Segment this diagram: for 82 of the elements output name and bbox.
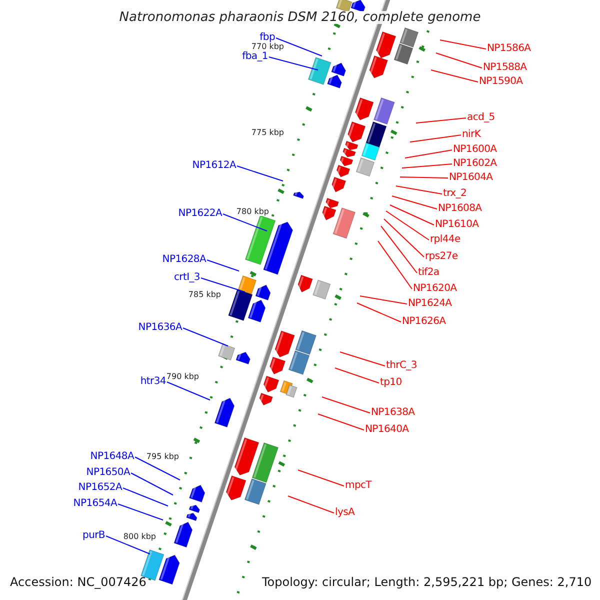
gene-label: NP1640A xyxy=(365,425,409,435)
genome-info-text: Topology: circular; Length: 2,595,221 bp; Genes: 2,710 xyxy=(262,576,592,588)
gene-label: NP1600A xyxy=(453,145,497,155)
leader-line xyxy=(130,472,174,496)
gene-label: NP1628A xyxy=(162,255,206,265)
leader-line xyxy=(200,278,246,292)
scale-label: 785 kbp xyxy=(187,291,222,299)
gene-label: NP1622A xyxy=(178,209,222,219)
gene-label: NP1612A xyxy=(192,161,236,171)
gene-label: crtI_3 xyxy=(174,273,200,283)
leader-line xyxy=(298,470,344,486)
leader-line xyxy=(122,488,168,506)
leader-line xyxy=(276,38,322,56)
gene-label: NP1610A xyxy=(435,220,479,230)
leader-line xyxy=(268,56,318,70)
gene-label: nirK xyxy=(462,130,481,140)
scale-label: 770 kbp xyxy=(250,43,285,51)
gene-label: fbp xyxy=(260,33,275,43)
gene-label: NP1648A xyxy=(90,452,134,462)
gene-label: NP1652A xyxy=(78,483,122,493)
gene-label: tp10 xyxy=(380,378,402,388)
leader-line xyxy=(236,166,284,182)
gene-label: NP1602A xyxy=(453,159,497,169)
leader-line xyxy=(392,196,438,210)
leader-line xyxy=(416,118,466,124)
leader-line xyxy=(402,164,452,168)
leader-line xyxy=(396,186,442,194)
gene-label: acd_5 xyxy=(467,113,495,123)
leader-line xyxy=(118,504,164,520)
gene-label: mpcT xyxy=(345,481,372,491)
leader-line xyxy=(322,396,370,414)
gene-label: NP1624A xyxy=(408,299,452,309)
leader-line xyxy=(410,134,462,142)
gene-label: NP1608A xyxy=(438,204,482,214)
scale-label: 780 kbp xyxy=(235,208,270,216)
gene-label: rps27e xyxy=(425,252,458,262)
gene-label: NP1638A xyxy=(371,408,415,418)
gene-label: NP1586A xyxy=(487,44,531,54)
gene-label: purB xyxy=(82,531,105,541)
leader-line xyxy=(386,210,430,240)
gene-label: fba_1 xyxy=(242,52,268,62)
leader-line xyxy=(436,52,482,68)
leader-line xyxy=(206,260,240,272)
leader-line xyxy=(400,176,448,178)
gene-label: NP1636A xyxy=(138,323,182,333)
leader-line xyxy=(430,70,478,82)
scale-label: 775 kbp xyxy=(250,129,285,137)
leader-line xyxy=(378,240,412,290)
gene-label: htr34 xyxy=(140,377,166,387)
accession-text: Accession: NC_007426 xyxy=(10,576,146,588)
leader-line xyxy=(390,204,434,226)
gene-label: rpl44e xyxy=(430,235,460,245)
title: Natronomonas pharaonis DSM 2160, complete genome xyxy=(117,11,483,24)
gene-label: trx_2 xyxy=(443,189,467,199)
gene-label: lysA xyxy=(335,508,355,518)
leader-line xyxy=(134,456,180,480)
leader-line xyxy=(356,302,402,322)
leader-line xyxy=(222,214,268,232)
gene-label: NP1654A xyxy=(73,499,117,509)
gene-label: thrC_3 xyxy=(386,361,417,371)
leader-line xyxy=(440,40,486,50)
gene-label: NP1590A xyxy=(479,77,523,87)
gene-label: NP1626A xyxy=(402,317,446,327)
leader-line xyxy=(404,150,452,158)
leader-line xyxy=(288,496,334,514)
leader-line xyxy=(182,328,228,346)
gene-label: NP1650A xyxy=(86,468,130,478)
leader-line xyxy=(334,368,380,384)
leader-line xyxy=(318,414,364,430)
scale-label: 795 kbp xyxy=(145,453,180,461)
leader-line xyxy=(340,352,386,366)
scale-label: 790 kbp xyxy=(165,373,200,381)
gene-label: tif2a xyxy=(418,268,440,278)
gene-label: NP1604A xyxy=(449,173,493,183)
leader-line xyxy=(166,382,210,400)
leader-line xyxy=(380,226,418,274)
gene-label: NP1588A xyxy=(483,63,527,73)
gene-label: NP1620A xyxy=(413,284,457,294)
leader-line xyxy=(384,218,424,258)
leader-line xyxy=(106,536,150,554)
scale-label: 800 kbp xyxy=(122,533,157,541)
leader-line xyxy=(360,296,408,304)
